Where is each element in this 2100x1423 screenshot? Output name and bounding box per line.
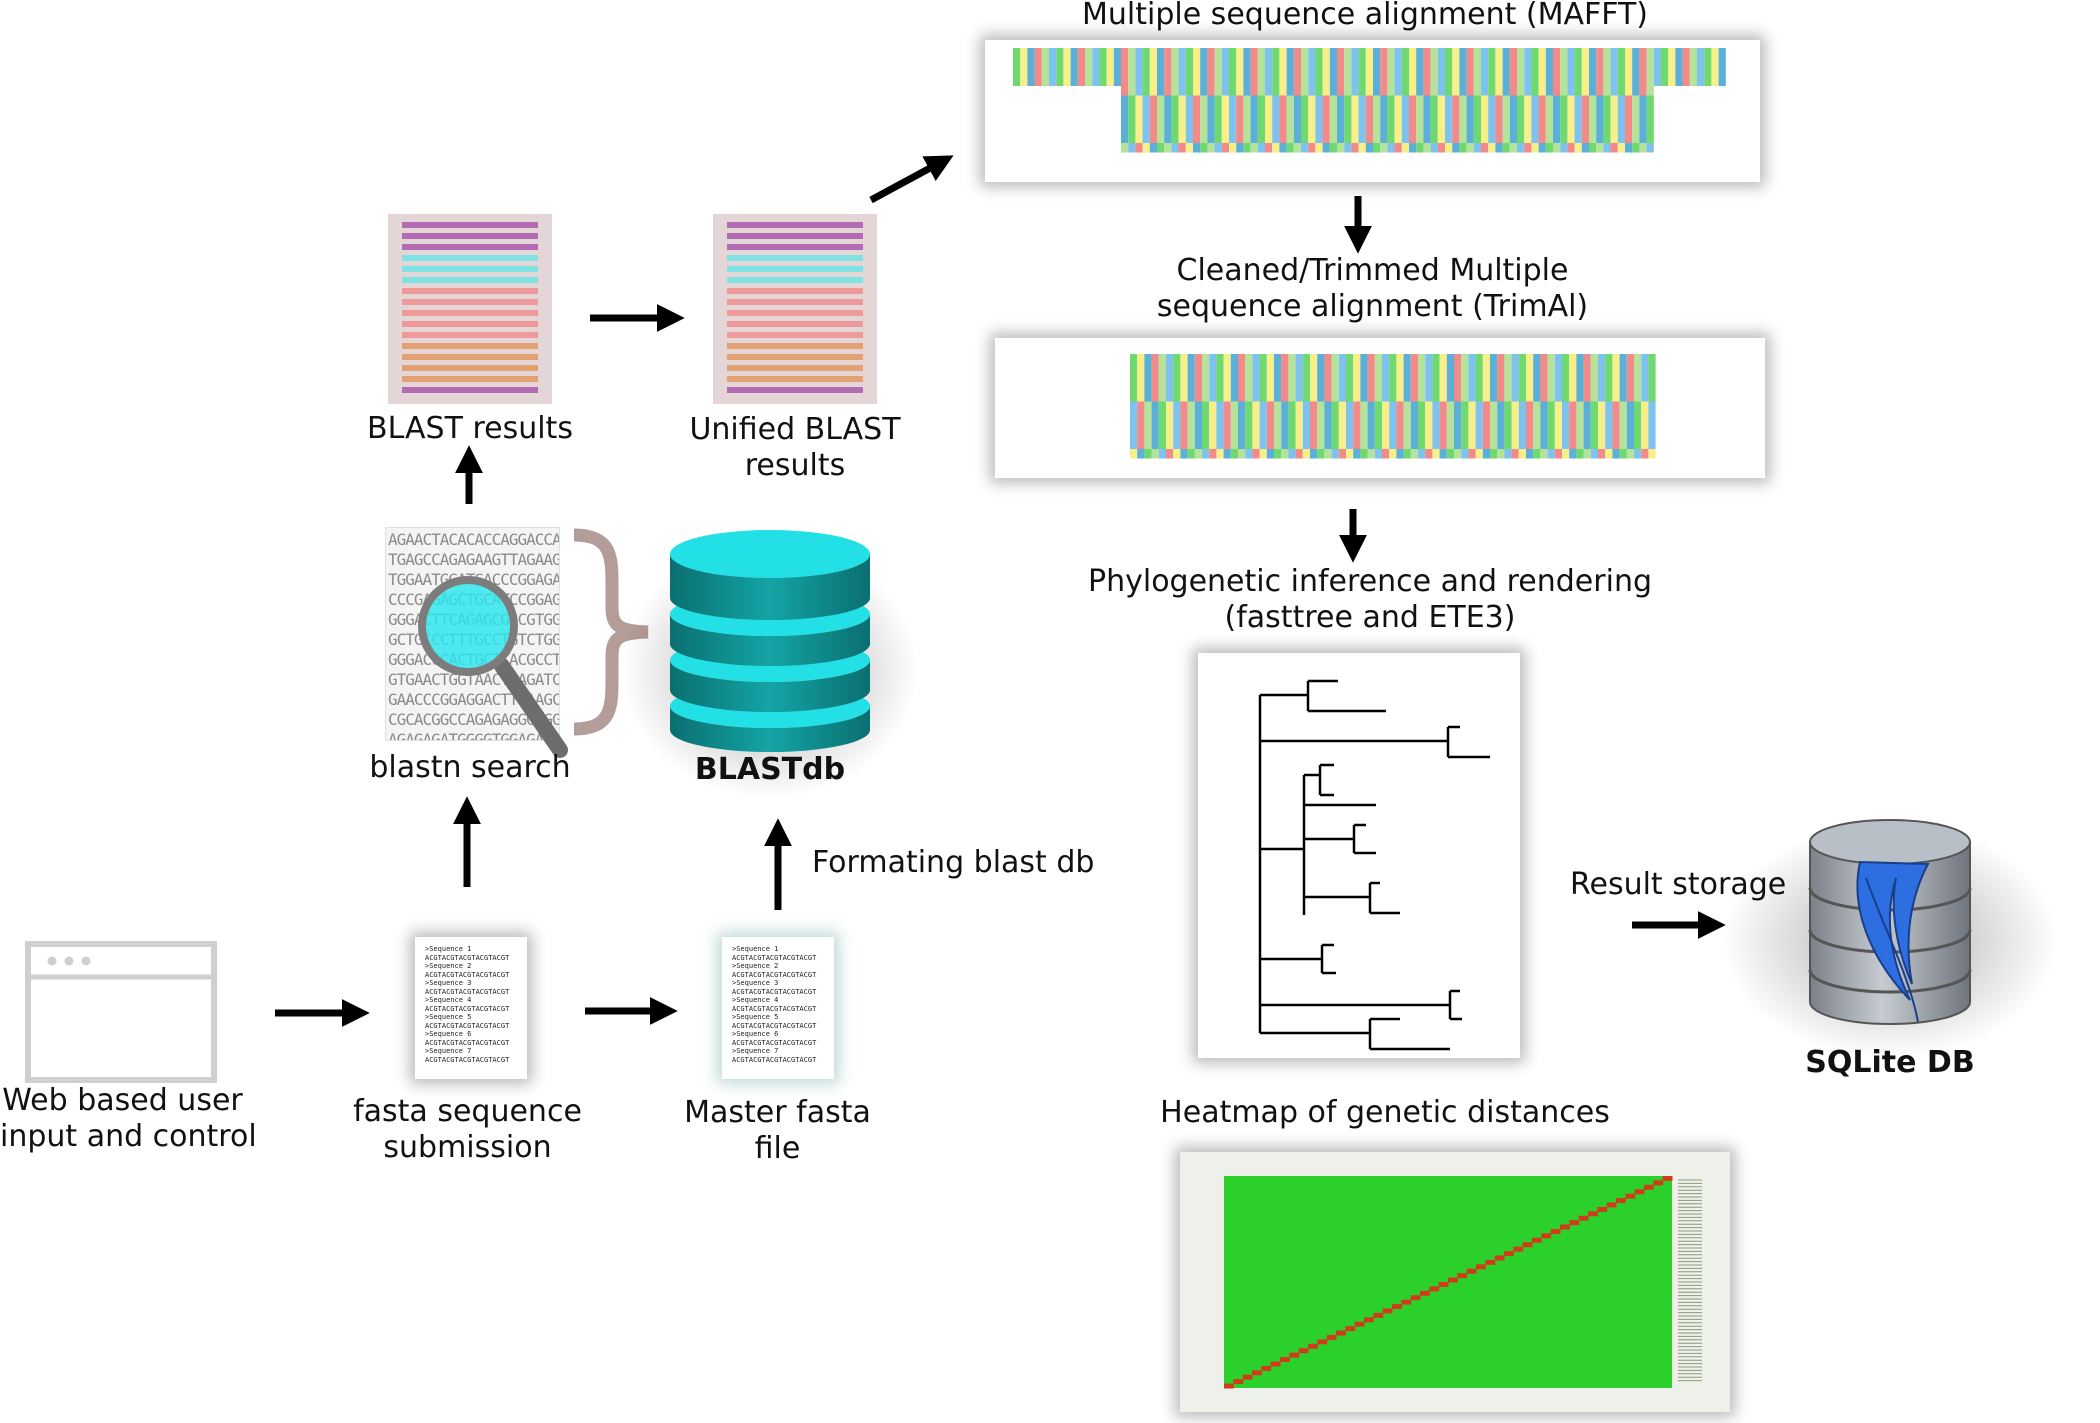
blast-hit-bar — [402, 233, 538, 239]
fasta-line: >Sequence 2 — [732, 962, 779, 970]
trimmed-alignment-image — [1130, 354, 1656, 459]
label-phylo: Phylogenetic inference and rendering(fas… — [1088, 564, 1652, 635]
blast-hit-bar — [727, 222, 863, 228]
blast-hit-bar — [402, 332, 538, 338]
blast-hit-bar — [727, 332, 863, 338]
label-blastn-search: blastn search — [369, 750, 571, 785]
blast-hit-bar — [727, 255, 863, 261]
database-icon — [670, 530, 870, 752]
fasta-line: ACGTACGTACGTACGTACGT — [732, 953, 817, 962]
fasta-line: ACGTACGTACGTACGTACGT — [425, 970, 510, 979]
label-sqlite-db: SQLite DB — [1805, 1045, 1975, 1080]
blast-hit-bar — [727, 266, 863, 272]
fasta-line: >Sequence 1 — [732, 945, 779, 953]
blast-hit-bar — [727, 244, 863, 250]
fasta-line: >Sequence 7 — [732, 1047, 779, 1055]
fasta-line: >Sequence 4 — [732, 996, 779, 1004]
trimal-panel — [995, 338, 1765, 478]
blast-hit-bar — [727, 288, 863, 294]
query-sequence-line: TGAGCCAGAGAAGTTAGAAGA — [388, 550, 560, 569]
fasta-line: >Sequence 3 — [732, 979, 779, 987]
label-formatting-blast-db: Formating blast db — [812, 845, 1095, 880]
fasta-line: ACGTACGTACGTACGTACGT — [425, 1004, 510, 1013]
blast-hit-bar — [727, 387, 863, 393]
blast-hit-bar — [402, 321, 538, 327]
heatmap-image — [1224, 1176, 1702, 1389]
tree-panel — [1198, 653, 1520, 1058]
fasta-line: >Sequence 5 — [425, 1013, 472, 1021]
blast-hit-bar — [402, 365, 538, 371]
blast-hit-bar — [402, 354, 538, 360]
fasta-line: >Sequence 6 — [732, 1030, 779, 1038]
fasta-line: ACGTACGTACGTACGTACGT — [425, 953, 510, 962]
query-sequence-line: AGAGAGATGGGGTGGAGAGG — [388, 730, 560, 741]
blast-hit-bar — [402, 255, 538, 261]
blast-hit-bar — [727, 354, 863, 360]
fasta-line: >Sequence 3 — [425, 979, 472, 987]
blast-hit-bar — [727, 277, 863, 283]
blast-hit-bar — [727, 233, 863, 239]
label-msa-mafft: Multiple sequence alignment (MAFFT) — [1081, 0, 1649, 32]
blast-hit-bar — [402, 343, 538, 349]
blast-hit-bar — [402, 277, 538, 283]
fasta-line: ACGTACGTACGTACGTACGT — [732, 1055, 817, 1064]
blast-hit-bar — [402, 244, 538, 250]
browser-window-icon — [25, 941, 217, 1083]
unified-blast-results-document — [713, 214, 877, 404]
arrow-unified-to-msa — [869, 155, 954, 204]
blast-hit-bar — [402, 376, 538, 382]
fasta-line: >Sequence 7 — [425, 1047, 472, 1055]
label-blast-results: BLAST results — [367, 411, 573, 446]
label-result-storage: Result storage — [1570, 867, 1787, 902]
heatmap-panel — [1180, 1152, 1730, 1412]
msa-alignment-image — [1013, 48, 1726, 153]
msa-panel — [985, 40, 1760, 182]
fasta-line: >Sequence 1 — [425, 945, 472, 953]
blast-hit-bar — [727, 343, 863, 349]
blast-hit-bar — [727, 299, 863, 305]
query-sequence-line: AGAACTACACACCAGGACCAG — [388, 530, 560, 549]
label-blastdb: BLASTdb — [694, 752, 846, 787]
fasta-line: ACGTACGTACGTACGTACGT — [425, 1055, 510, 1064]
fasta-line: ACGTACGTACGTACGTACGT — [732, 987, 817, 996]
fasta-line: ACGTACGTACGTACGTACGT — [732, 970, 817, 979]
blast-results-document — [388, 214, 552, 404]
fasta-line: ACGTACGTACGTACGTACGT — [732, 1038, 817, 1047]
blast-hit-bar — [727, 376, 863, 382]
blast-hit-bar — [727, 321, 863, 327]
fasta-line: ACGTACGTACGTACGTACGT — [425, 1021, 510, 1030]
curly-brace-icon — [573, 528, 649, 736]
fasta-line: >Sequence 6 — [425, 1030, 472, 1038]
sqlite-database-icon — [1808, 819, 1972, 1025]
fasta-line: >Sequence 2 — [425, 962, 472, 970]
blast-hit-bar — [402, 222, 538, 228]
blast-hit-bar — [402, 288, 538, 294]
blast-hit-bar — [727, 365, 863, 371]
magnifier-icon — [418, 576, 568, 758]
fasta-line: ACGTACGTACGTACGTACGT — [425, 1038, 510, 1047]
label-heatmap: Heatmap of genetic distances — [1160, 1095, 1610, 1130]
blast-hit-bar — [402, 299, 538, 305]
query-sequence-line: CGCACGGCCAGAGAGGGAGG — [388, 710, 560, 729]
blast-hit-bar — [402, 310, 538, 316]
phylogenetic-tree-image — [1258, 679, 1490, 1051]
fasta-line: >Sequence 5 — [732, 1013, 779, 1021]
blast-hit-bar — [402, 266, 538, 272]
fasta-line: ACGTACGTACGTACGTACGT — [425, 987, 510, 996]
blast-hit-bar — [727, 310, 863, 316]
fasta-line: >Sequence 4 — [425, 996, 472, 1004]
fasta-line: ACGTACGTACGTACGTACGT — [732, 1021, 817, 1030]
blast-hit-bar — [402, 387, 538, 393]
fasta-line: ACGTACGTACGTACGTACGT — [732, 1004, 817, 1013]
